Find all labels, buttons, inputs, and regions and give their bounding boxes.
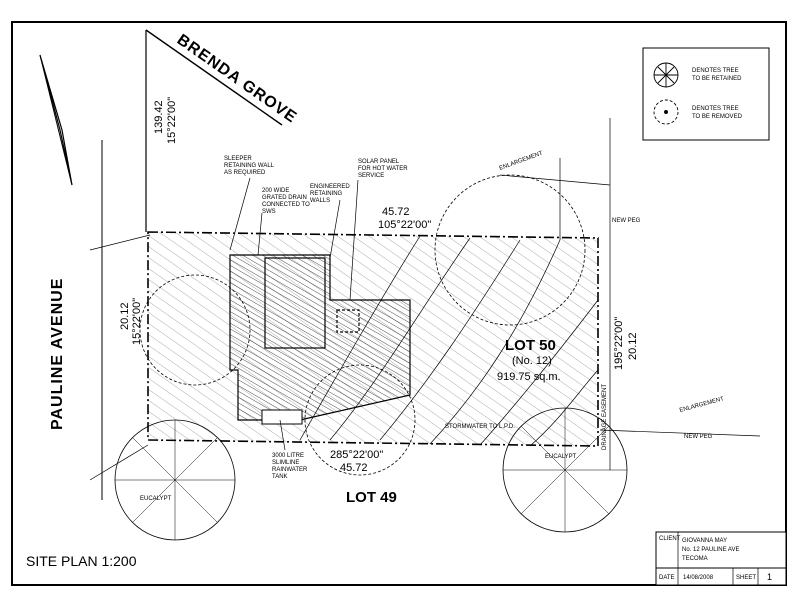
eucalypt-label-right: EUCALYPT xyxy=(545,454,577,460)
dim-top-bearing: 105°22'00" xyxy=(378,219,431,231)
svg-text:TANK: TANK xyxy=(272,474,288,480)
dim-bottom-bearing: 285°22'00" xyxy=(330,449,383,461)
drainage-easement-label: DRAINAGE EASEMENT xyxy=(602,384,608,450)
tree-removed-icon xyxy=(653,99,679,125)
svg-text:1: 1 xyxy=(767,572,772,582)
svg-text:SLIMLINE: SLIMLINE xyxy=(272,460,299,466)
enlargement-top-label: ENLARGEMENT xyxy=(499,151,544,172)
legend: DENOTES TREE TO BE RETAINED DENOTES TREE… xyxy=(642,47,770,141)
dim-corner-bearing: 15°22'00" xyxy=(166,97,178,144)
svg-text:GRATED DRAIN: GRATED DRAIN xyxy=(262,195,307,201)
svg-text:RETAINING: RETAINING xyxy=(310,191,343,197)
new-peg-label-top: NEW PEG xyxy=(612,218,641,224)
svg-text:14/08/2008: 14/08/2008 xyxy=(683,575,714,581)
pauline-avenue-label: PAULINE AVENUE xyxy=(49,278,66,430)
svg-text:SERVICE: SERVICE xyxy=(358,173,384,179)
drawing-border xyxy=(11,21,787,586)
annotation-drain: 200 WIDE GRATED DRAIN CONNECTED TO SWS xyxy=(262,188,310,215)
lot-50-number: (No. 12) xyxy=(512,355,552,367)
dim-right-bearing: 195°22'00" xyxy=(613,317,625,370)
svg-text:No. 12 PAULINE AVE: No. 12 PAULINE AVE xyxy=(682,547,739,553)
site-plan-title: SITE PLAN 1:200 xyxy=(26,553,137,569)
stormwater-label: STORMWATER TO L.P.D. xyxy=(445,424,515,430)
annotation-engineered: ENGINEERED RETAINING WALLS xyxy=(310,184,350,204)
brenda-grove-label: BRENDA GROVE xyxy=(174,31,300,126)
title-block: CLIENT GIOVANNA MAY No. 12 PAULINE AVE T… xyxy=(655,531,787,586)
tree-retained-icon xyxy=(653,62,679,88)
svg-text:DENOTES TREE: DENOTES TREE xyxy=(692,68,739,74)
svg-text:DENOTES TREE: DENOTES TREE xyxy=(692,106,739,112)
svg-text:TO BE REMOVED: TO BE REMOVED xyxy=(692,114,743,120)
svg-text:TECOMA: TECOMA xyxy=(682,556,708,562)
eucalypt-label-left: EUCALYPT xyxy=(140,496,172,502)
dim-right-length: 20.12 xyxy=(627,332,639,360)
north-arrow xyxy=(39,54,73,186)
svg-text:AS REQUIRED: AS REQUIRED xyxy=(224,170,266,176)
svg-text:RETAINING WALL: RETAINING WALL xyxy=(224,163,275,169)
svg-text:TO BE RETAINED: TO BE RETAINED xyxy=(692,76,742,82)
rainwater-tank xyxy=(261,409,303,425)
dim-left-bearing: 15°22'00" xyxy=(131,298,143,345)
enlargement-right-label: ENLARGEMENT xyxy=(679,396,725,414)
dim-left-length: 20.12 xyxy=(119,302,131,330)
svg-text:DATE: DATE xyxy=(659,575,675,581)
annotation-sleeper: SLEEPER RETAINING WALL AS REQUIRED xyxy=(224,156,275,176)
svg-text:200 WIDE: 200 WIDE xyxy=(262,188,289,194)
dim-corner-length: 139.42 xyxy=(153,100,165,134)
svg-text:GIOVANNA MAY: GIOVANNA MAY xyxy=(682,538,727,544)
dim-bottom-length: 45.72 xyxy=(340,462,368,474)
label-leaders xyxy=(229,177,359,451)
annotation-tank: 3000 LITRE SLIMLINE RAINWATER TANK xyxy=(272,453,308,480)
lot-49-label: LOT 49 xyxy=(346,489,397,506)
svg-text:WALLS: WALLS xyxy=(310,198,330,204)
annotation-solar: SOLAR PANEL FOR HOT WATER SERVICE xyxy=(358,159,408,179)
svg-text:SWS: SWS xyxy=(262,209,276,215)
survey-lines xyxy=(89,118,761,481)
new-peg-label-right: NEW PEG xyxy=(684,434,713,440)
svg-text:3000 LITRE: 3000 LITRE xyxy=(272,453,304,459)
svg-text:RAINWATER: RAINWATER xyxy=(272,467,308,473)
lot-50-area: 919.75 sq.m. xyxy=(497,371,561,383)
svg-text:SHEET: SHEET xyxy=(736,575,756,581)
svg-text:ENGINEERED: ENGINEERED xyxy=(310,184,350,190)
lot-50-label: LOT 50 xyxy=(505,337,556,354)
svg-text:SOLAR PANEL: SOLAR PANEL xyxy=(358,159,400,165)
svg-text:CLIENT: CLIENT xyxy=(659,536,681,542)
svg-text:SLEEPER: SLEEPER xyxy=(224,156,252,162)
svg-text:CONNECTED TO: CONNECTED TO xyxy=(262,202,310,208)
dim-top-length: 45.72 xyxy=(382,206,410,218)
svg-text:FOR HOT WATER: FOR HOT WATER xyxy=(358,166,408,172)
house-footprint xyxy=(229,254,411,421)
